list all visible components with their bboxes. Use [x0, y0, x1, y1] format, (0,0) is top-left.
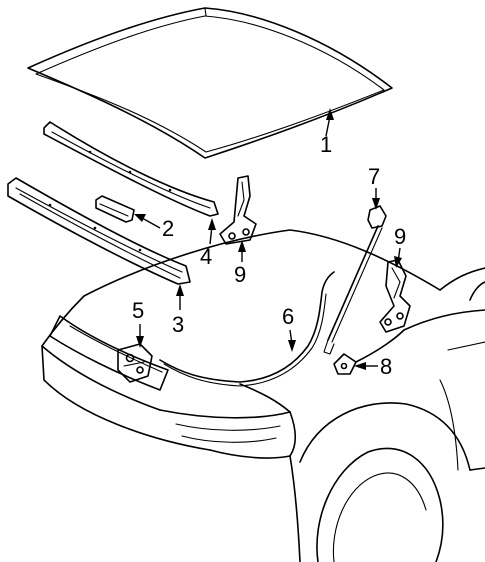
callout-8-label: 8 [380, 354, 392, 379]
callout-9-left-label: 9 [234, 262, 246, 287]
callout-8: 8 [354, 354, 392, 379]
hood-support-rod [323, 205, 387, 355]
callout-3-label: 3 [172, 312, 184, 337]
hood-panel [27, 7, 393, 159]
callout-7: 7 [368, 164, 380, 210]
left-hood-hinge [219, 175, 257, 245]
callout-4-label: 4 [200, 244, 212, 269]
hood-latch [117, 343, 153, 383]
callout-7-label: 7 [368, 164, 380, 189]
callout-2-label: 2 [162, 216, 174, 241]
callout-6-label: 6 [282, 304, 294, 329]
release-cable [159, 271, 335, 387]
callout-9-left: 9 [234, 240, 246, 287]
callout-9-right: 9 [394, 224, 406, 268]
callout-9-right-label: 9 [394, 224, 406, 249]
callout-4: 4 [200, 218, 216, 269]
callout-1: 1 [320, 108, 334, 157]
callout-6: 6 [282, 304, 296, 352]
callout-3: 3 [172, 284, 184, 337]
callout-2: 2 [134, 214, 174, 241]
hood-seal-strip [43, 121, 219, 217]
vehicle-body [41, 229, 485, 562]
insulator-pad [95, 195, 135, 223]
callout-1-label: 1 [320, 132, 332, 157]
callout-5-label: 5 [132, 298, 144, 323]
hood-lock-striker [333, 353, 357, 375]
callout-5: 5 [132, 298, 144, 348]
front-seal [7, 177, 191, 285]
right-hood-hinge [379, 259, 411, 333]
